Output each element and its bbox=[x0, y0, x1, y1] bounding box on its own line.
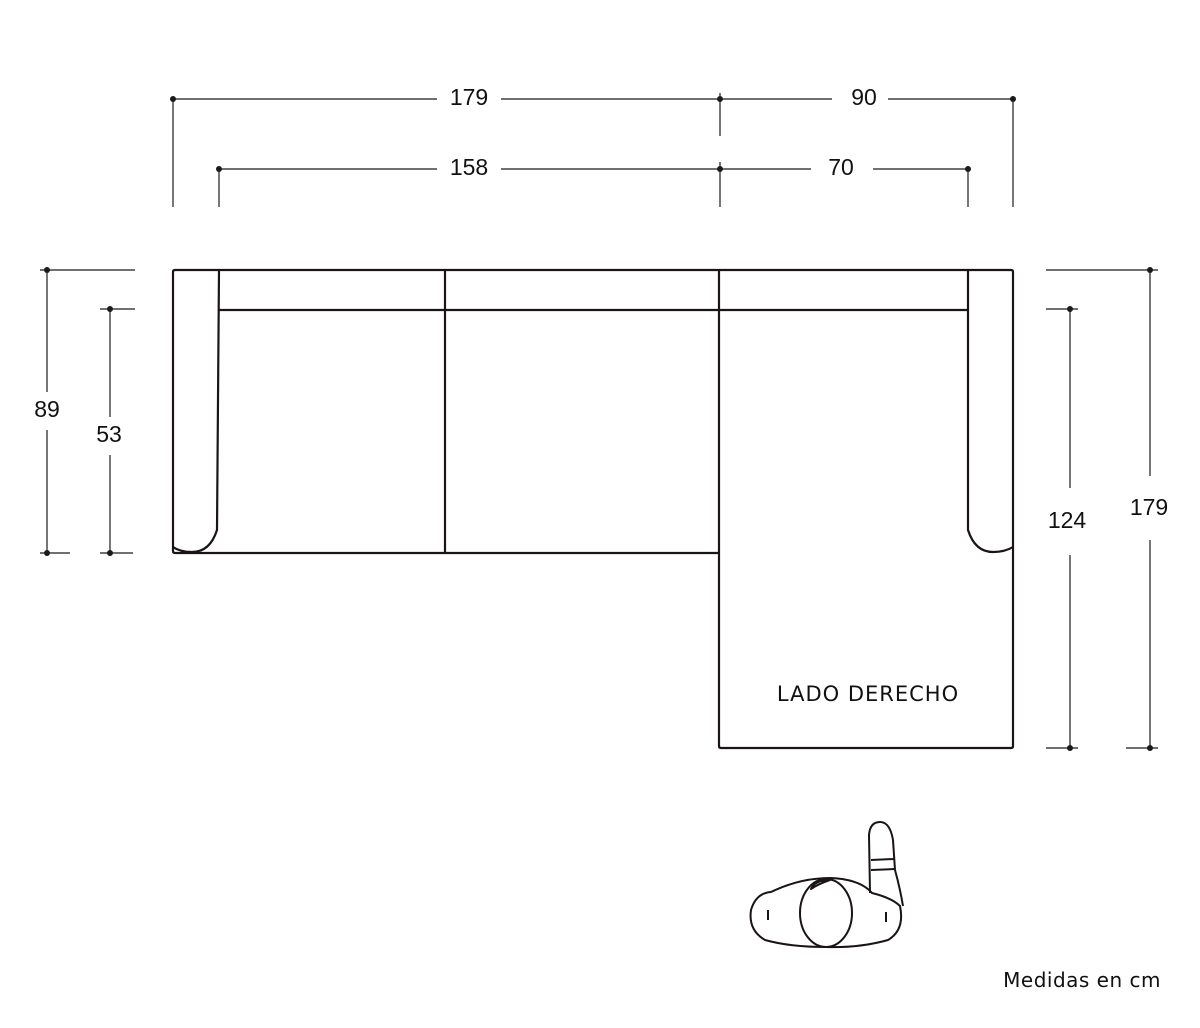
dim-158-width: 158 bbox=[450, 154, 488, 180]
person-top-view-icon bbox=[749, 821, 904, 949]
dim-179-width: 179 bbox=[450, 84, 488, 110]
dim-179-depth: 179 bbox=[1130, 494, 1168, 520]
right-armrest bbox=[966, 270, 1014, 554]
left-dimensions: 89 53 bbox=[34, 267, 135, 556]
dim-53-height: 53 bbox=[96, 421, 122, 447]
dim-124-depth: 124 bbox=[1048, 507, 1087, 533]
dim-70-width: 70 bbox=[828, 154, 854, 180]
top-dimension-inner: 158 70 bbox=[216, 154, 971, 180]
right-dimensions: 124 179 bbox=[1046, 267, 1168, 751]
chaise-side-label: LADO DERECHO bbox=[777, 682, 959, 706]
top-dimension-overall: 179 90 bbox=[170, 84, 1016, 110]
dim-90-width: 90 bbox=[851, 84, 877, 110]
extension-lines bbox=[172, 93, 1014, 207]
sofa-outline: LADO DERECHO bbox=[171, 268, 1015, 750]
units-note: Medidas en cm bbox=[1003, 968, 1161, 992]
dim-89-height: 89 bbox=[34, 396, 60, 422]
left-armrest bbox=[172, 269, 221, 554]
